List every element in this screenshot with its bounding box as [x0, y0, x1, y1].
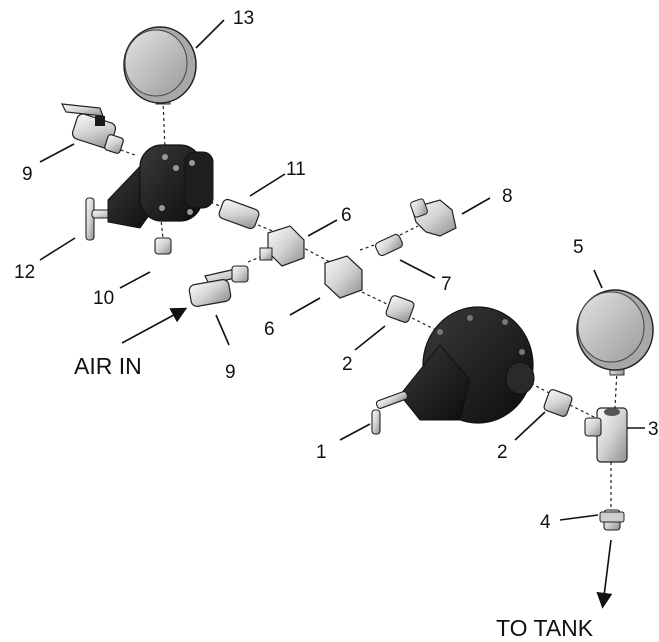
callout-9-upper: 9 [22, 164, 33, 185]
tee-fitting-3 [584, 407, 628, 463]
callout-13: 13 [233, 8, 254, 29]
hex-nipple-upper [385, 295, 415, 323]
callout-4: 4 [540, 512, 551, 533]
air-in-label: AIR IN [74, 353, 142, 379]
ball-valve-upper [60, 103, 124, 154]
to-tank-label: TO TANK [496, 615, 594, 641]
connector-7 [375, 233, 403, 257]
regulator-lower [399, 306, 535, 424]
hose-fitting-4 [599, 509, 625, 531]
callout-6-lower: 6 [264, 319, 275, 340]
elbow-fitting-8 [410, 198, 457, 237]
pressure-gauge-lower [576, 289, 654, 376]
callout-9-lower: 9 [225, 362, 236, 383]
hex-nipple-lower [543, 389, 573, 417]
regulator-upper [107, 144, 214, 229]
tee-fitting-lower [324, 255, 363, 299]
t-handle-lower [371, 391, 409, 435]
callout-2-lower: 2 [497, 442, 508, 463]
tee-fitting-upper [259, 225, 305, 267]
pressure-gauge-upper [123, 26, 197, 105]
callout-11: 11 [286, 159, 306, 180]
callout-8: 8 [502, 186, 513, 207]
callout-12: 12 [14, 262, 35, 283]
ball-valve-lower [188, 265, 249, 307]
to-tank-arrow [596, 539, 613, 609]
nipple-fitting-11 [218, 198, 260, 230]
plug-10 [154, 237, 172, 255]
callout-3: 3 [648, 419, 659, 440]
callout-numbers: 13 9 12 10 11 6 8 7 6 2 9 1 2 5 3 4 [14, 8, 659, 533]
callout-6-upper: 6 [341, 205, 352, 226]
callout-leader-lines [39, 19, 645, 521]
callout-5: 5 [573, 237, 584, 258]
callout-1: 1 [316, 442, 327, 463]
air-in-arrow [121, 307, 188, 344]
callout-10: 10 [93, 288, 114, 309]
callout-7: 7 [441, 274, 452, 295]
callout-2-upper: 2 [342, 354, 353, 375]
